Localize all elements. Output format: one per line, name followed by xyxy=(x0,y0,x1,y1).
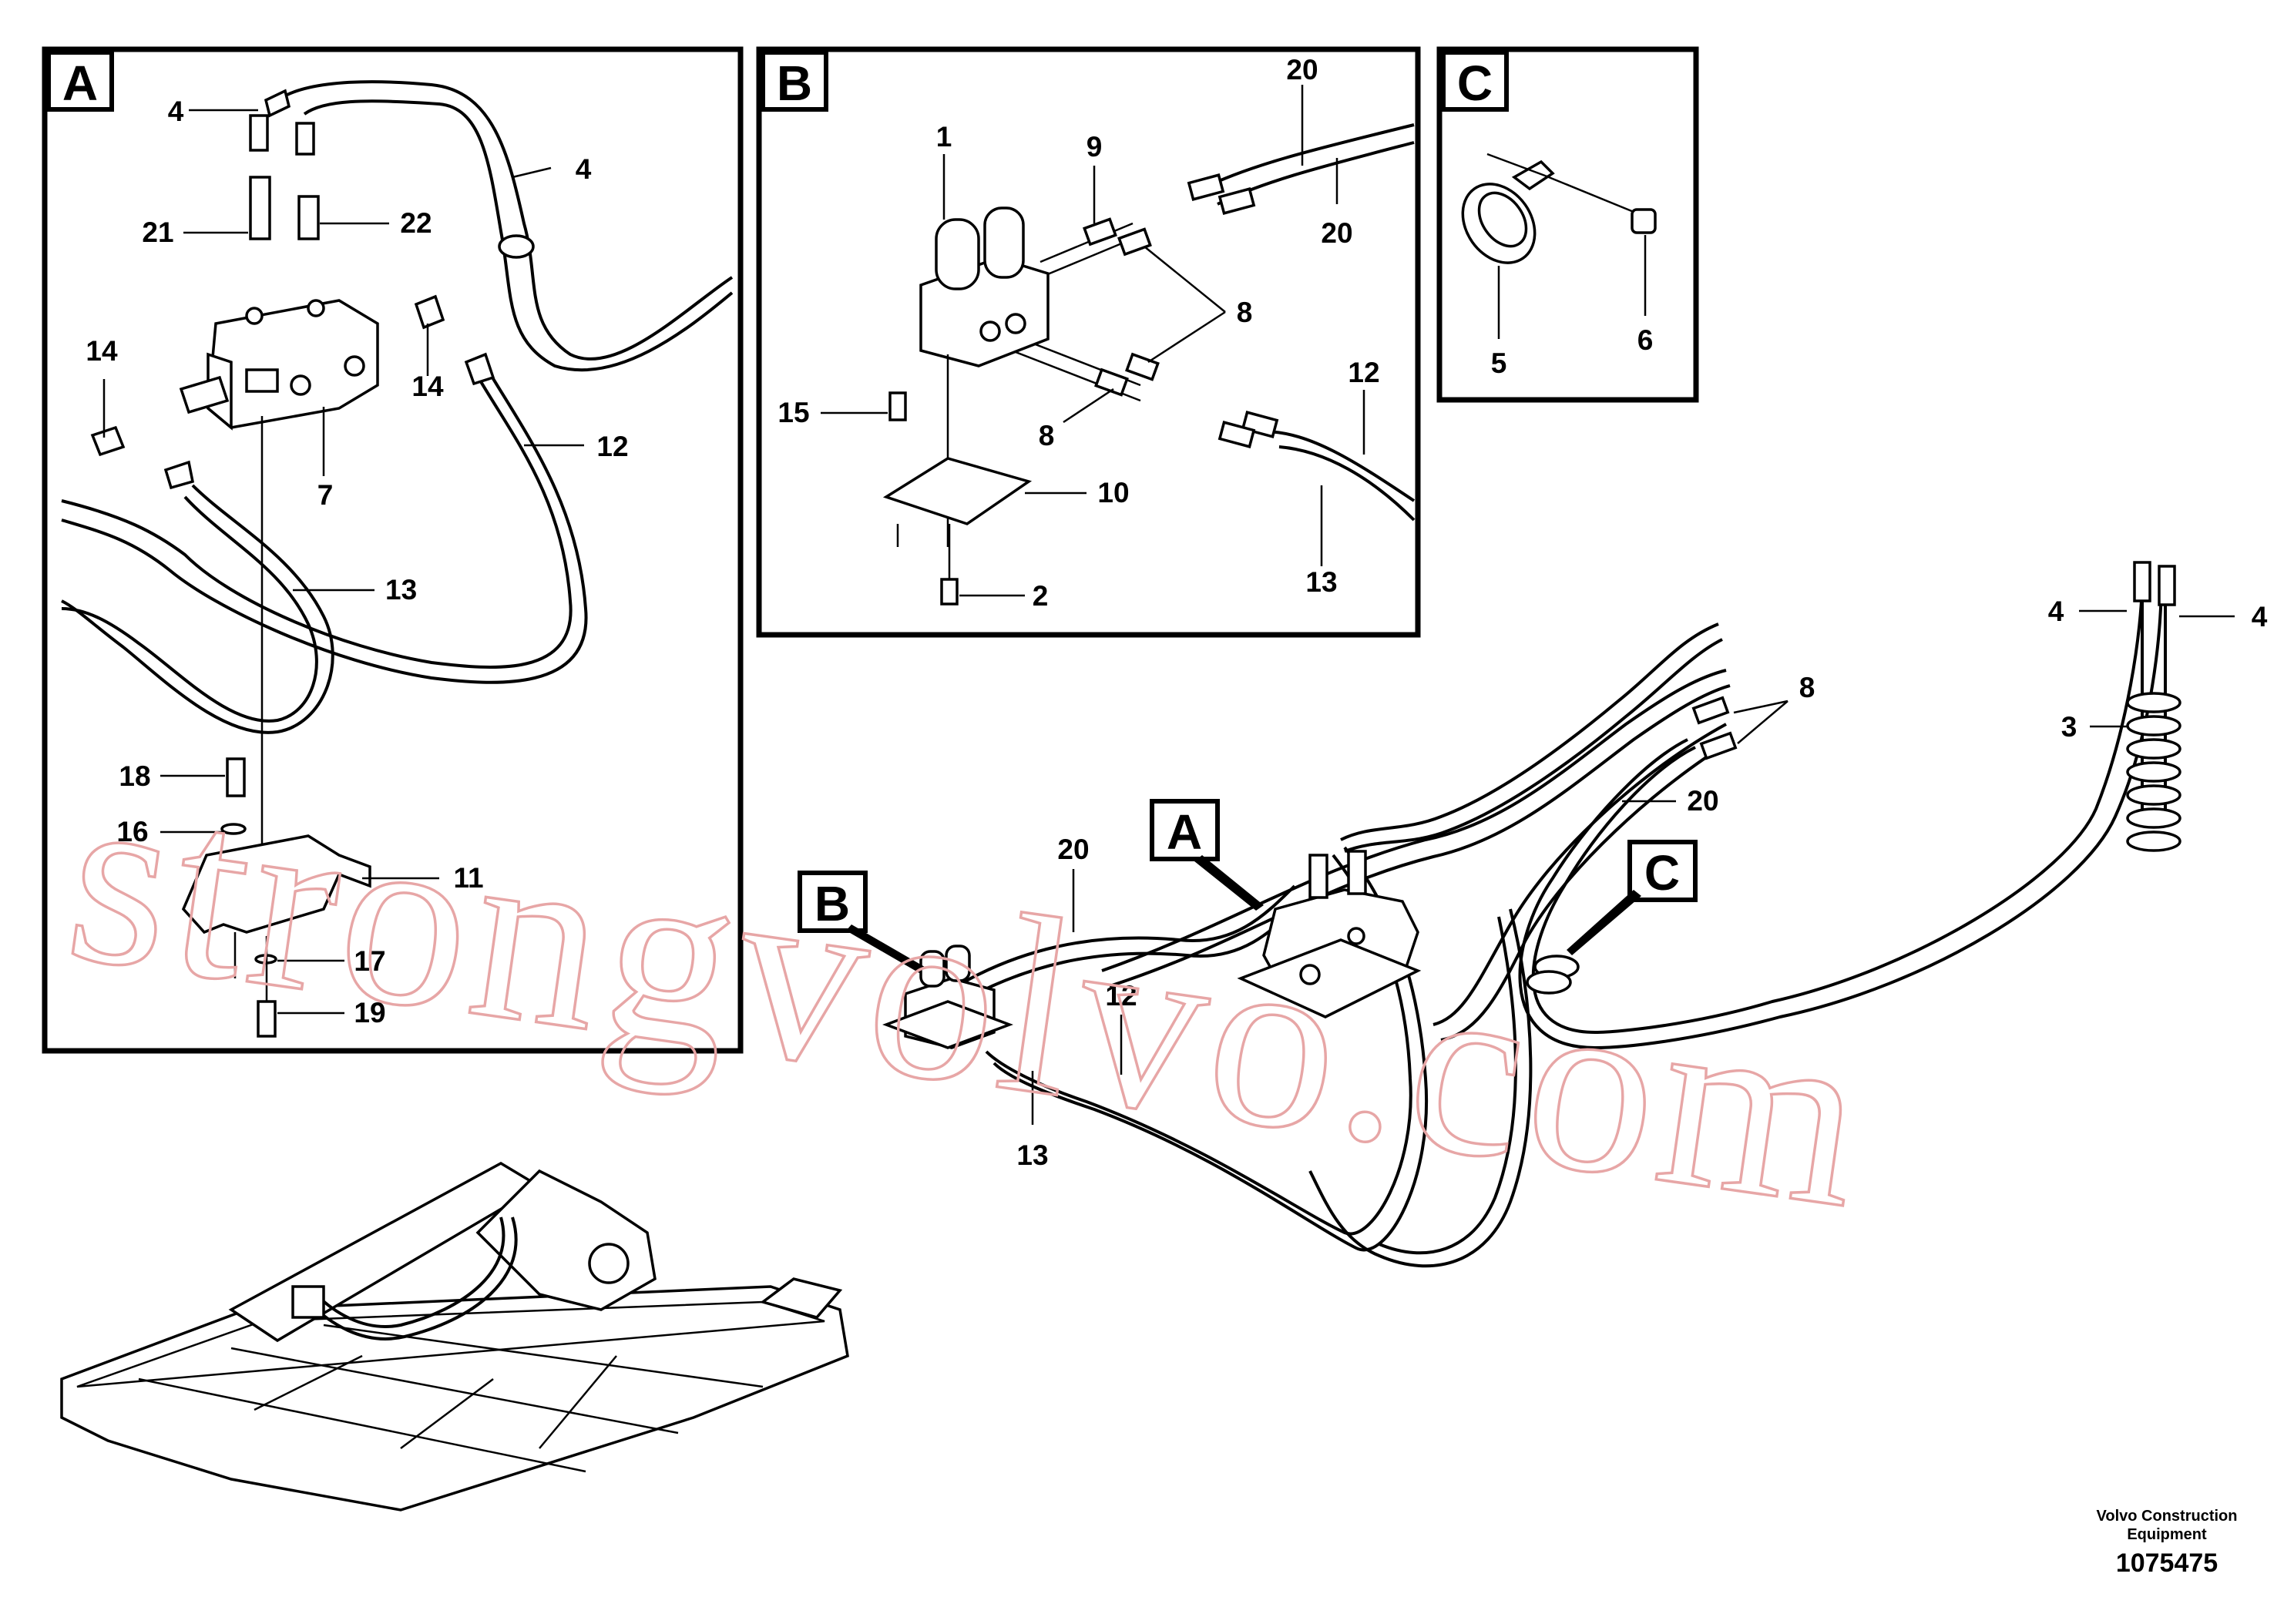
panel-a-bracket xyxy=(181,757,371,1038)
panel-b-leaders xyxy=(821,85,1365,597)
panel-a-frame xyxy=(42,46,744,1054)
panel-b-solenoid-valve xyxy=(919,206,1050,547)
label-b-20-right: 20 xyxy=(1321,217,1352,249)
label-a-11: 11 xyxy=(453,862,483,894)
callout-a-box xyxy=(1150,799,1220,861)
label-m-20-left: 20 xyxy=(1057,834,1089,865)
company-name-line2: Equipment xyxy=(2127,1526,2207,1543)
label-b-15: 15 xyxy=(778,397,809,428)
main-callouts: A B C xyxy=(798,799,1698,973)
label-b-10: 10 xyxy=(1097,477,1129,508)
main-hoses xyxy=(942,577,2163,1268)
panel-c: C 5 6 xyxy=(1436,46,1699,403)
main-solenoid-valve xyxy=(882,945,1013,1049)
label-m-13: 13 xyxy=(1016,1139,1048,1171)
watermark-text: strongvolvo.com xyxy=(54,732,1884,1262)
panel-b: B xyxy=(756,46,1421,638)
label-a-4-right: 4 xyxy=(576,153,592,185)
panel-a-hoses xyxy=(61,80,734,734)
main-labels: 4 4 3 8 20 20 12 13 xyxy=(1016,596,2267,1171)
panel-a-letter: A xyxy=(62,55,98,111)
label-a-13: 13 xyxy=(385,574,417,606)
panel-a-valve xyxy=(179,299,379,909)
label-b-2: 2 xyxy=(1033,580,1049,612)
label-a-22: 22 xyxy=(400,207,432,239)
panel-b-fittings xyxy=(1083,173,1279,448)
panel-c-letter: C xyxy=(1457,55,1493,111)
label-m-20-right: 20 xyxy=(1687,785,1718,817)
label-a-19: 19 xyxy=(354,997,385,1028)
label-a-14-left: 14 xyxy=(86,335,118,367)
panel-b-plate xyxy=(882,391,1033,606)
panel-a-labels: 4 4 21 22 14 14 7 12 13 18 16 11 17 19 xyxy=(86,96,628,1028)
callout-c-letter: C xyxy=(1644,845,1680,901)
label-m-12: 12 xyxy=(1105,980,1137,1012)
chassis-frame-illustration xyxy=(60,1161,849,1512)
label-c-6: 6 xyxy=(1637,324,1654,356)
panel-c-header-box xyxy=(1441,50,1509,112)
label-m-8: 8 xyxy=(1799,672,1815,703)
diagram-part-number: 1075475 xyxy=(2116,1549,2218,1578)
label-a-12: 12 xyxy=(596,431,628,462)
label-b-20-top: 20 xyxy=(1286,54,1318,86)
panel-b-header-box xyxy=(761,50,828,112)
label-a-21: 21 xyxy=(142,216,173,248)
panel-c-clamp: 5 6 xyxy=(1461,153,1657,379)
label-b-12: 12 xyxy=(1348,357,1379,388)
label-b-8-lower: 8 xyxy=(1039,420,1055,451)
panel-a-fittings xyxy=(90,89,535,490)
label-a-7: 7 xyxy=(317,479,334,511)
panel-a-leaders xyxy=(102,109,584,1015)
main-leaders xyxy=(1031,609,2235,1125)
panel-b-letter: B xyxy=(777,55,812,111)
panel-b-frame xyxy=(756,46,1421,638)
panel-b-labels: 1 9 20 20 8 8 15 10 2 12 13 xyxy=(778,54,1379,612)
label-m-4-left: 4 xyxy=(2048,596,2064,627)
label-a-4-top: 4 xyxy=(168,96,184,127)
main-spiral-guard xyxy=(2126,561,2181,852)
callout-c-box xyxy=(1627,840,1698,902)
main-valve-block xyxy=(1237,850,1422,1018)
callout-b-box xyxy=(798,871,868,933)
label-b-8-upper: 8 xyxy=(1237,297,1253,328)
label-c-5: 5 xyxy=(1491,347,1507,379)
main-assembly: A B C 4 4 3 8 20 20 12 xyxy=(798,561,2268,1268)
callout-b-letter: B xyxy=(814,876,850,931)
panel-c-frame xyxy=(1436,46,1699,403)
main-fittings xyxy=(1526,696,1738,995)
callout-a-letter: A xyxy=(1167,804,1202,860)
label-b-1: 1 xyxy=(936,121,952,153)
label-m-4-right: 4 xyxy=(2252,601,2268,632)
label-a-18: 18 xyxy=(119,760,150,792)
label-b-13: 13 xyxy=(1305,566,1337,598)
label-a-14-right: 14 xyxy=(411,371,444,402)
label-a-16: 16 xyxy=(116,816,148,847)
label-a-17: 17 xyxy=(354,945,385,977)
panel-a: A xyxy=(42,46,744,1054)
footer: Volvo Construction Equipment 1075475 xyxy=(2097,1508,2238,1578)
company-name-line1: Volvo Construction xyxy=(2097,1508,2238,1525)
panel-a-header-box xyxy=(46,50,114,112)
label-m-3: 3 xyxy=(2061,711,2077,743)
label-b-9: 9 xyxy=(1087,131,1103,163)
